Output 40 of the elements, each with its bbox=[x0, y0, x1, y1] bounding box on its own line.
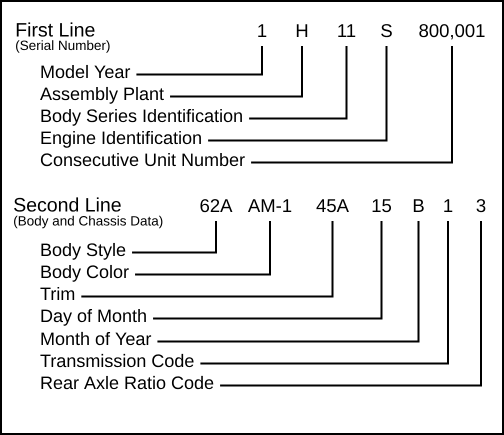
field-label: Month of Year bbox=[41, 332, 152, 346]
code-value: S bbox=[381, 24, 392, 38]
field-label: Engine Identification bbox=[41, 130, 201, 148]
leader-line bbox=[132, 221, 217, 254]
field-label: Assembly Plant bbox=[40, 86, 164, 104]
field-label: Rear Axle Ratio Code bbox=[41, 376, 214, 390]
code-value: 15 bbox=[372, 199, 392, 212]
leader-line bbox=[153, 221, 382, 320]
code-value: AM-1 bbox=[248, 199, 292, 212]
leader-line bbox=[249, 46, 348, 120]
field-label: Consecutive Unit Number bbox=[40, 152, 245, 166]
code-value: B bbox=[414, 199, 424, 212]
code-value: 62A bbox=[200, 199, 232, 212]
code-value: 11 bbox=[338, 24, 356, 37]
code-value: 1 bbox=[444, 199, 452, 212]
leader-line bbox=[251, 46, 453, 164]
leader-line bbox=[208, 46, 388, 142]
field-label: Body Style bbox=[41, 242, 126, 260]
heading: First Line bbox=[16, 22, 94, 37]
field-label: Day of Month bbox=[41, 308, 146, 326]
field-label: Body Series Identification bbox=[41, 108, 242, 126]
field-label: Trim bbox=[40, 286, 74, 300]
field-label: Model Year bbox=[41, 64, 130, 78]
code-value: 800,001 bbox=[419, 24, 485, 40]
code-value: 1 bbox=[258, 24, 266, 37]
field-label: Transmission Code bbox=[40, 354, 194, 368]
leader-line bbox=[220, 221, 482, 386]
leader-line bbox=[81, 221, 334, 298]
code-value: 45A bbox=[316, 199, 349, 212]
leader-line bbox=[200, 221, 449, 364]
code-value: H bbox=[296, 24, 308, 37]
code-value: 3 bbox=[476, 199, 486, 212]
leader-line bbox=[170, 46, 303, 98]
subheading: (Body and Chassis Data) bbox=[14, 216, 162, 228]
leader-line bbox=[157, 221, 420, 342]
subheading: (Serial Number) bbox=[16, 40, 110, 53]
leader-line bbox=[135, 221, 271, 276]
field-label: Body Color bbox=[41, 264, 129, 282]
heading: Second Line bbox=[14, 197, 121, 212]
leader-line bbox=[136, 46, 263, 76]
